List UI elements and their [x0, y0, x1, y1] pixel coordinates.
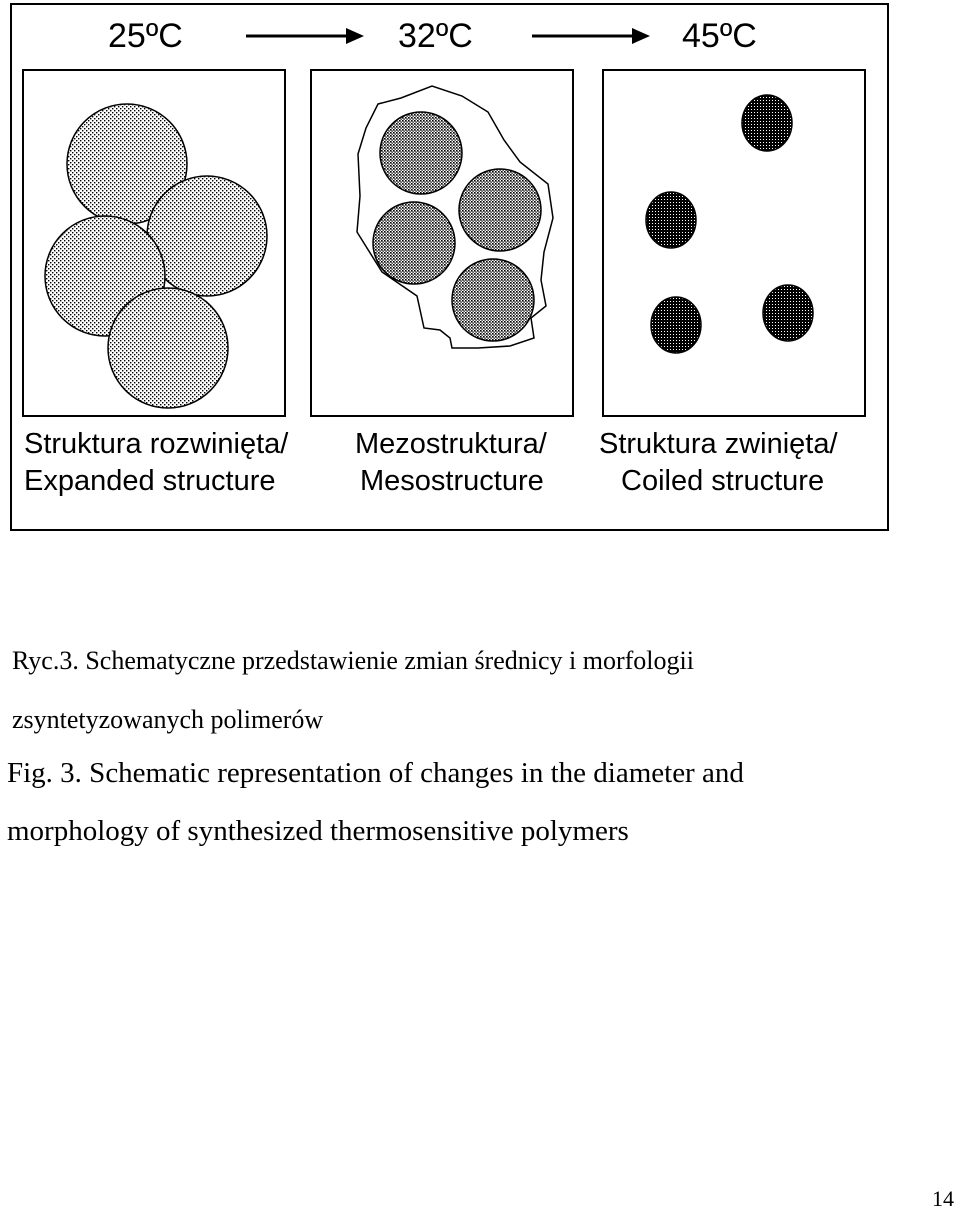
meso-coil	[372, 201, 456, 285]
meso-coil	[458, 168, 542, 252]
temperature-label-32: 32ºC	[398, 17, 473, 55]
arrow-right-icon	[246, 28, 364, 44]
coiled-globule	[650, 296, 702, 354]
panel-label-meso-pl: Mezostruktura/	[355, 428, 548, 460]
coiled-globule	[741, 94, 793, 152]
panel-label-expanded-pl: Struktura rozwinięta/	[24, 428, 289, 460]
expanded-coil	[107, 287, 229, 409]
caption-polish-line-1: Ryc.3. Schematyczne przedstawienie zmian…	[12, 646, 694, 675]
caption-polish-line-2: zsyntetyzowanych polimerów	[12, 705, 324, 734]
mesostructure-coils	[372, 111, 542, 342]
page-number: 14	[932, 1186, 954, 1211]
temperature-label-45: 45ºC	[682, 17, 757, 55]
polymer-morphology-diagram: 25ºC 32ºC 45ºC Struktura rozwinięta/ Exp…	[10, 3, 889, 531]
panel-label-coiled-en: Coiled structure	[621, 465, 824, 497]
expanded-coils	[44, 103, 268, 409]
meso-coil	[451, 258, 535, 342]
coiled-globule	[645, 191, 697, 249]
coiled-globules	[645, 94, 814, 354]
meso-coil	[379, 111, 463, 195]
panel-coiled	[602, 69, 866, 417]
panel-label-coiled-pl: Struktura zwinięta/	[599, 428, 838, 460]
temperature-label-25: 25ºC	[108, 17, 183, 55]
panel-label-expanded-en: Expanded structure	[24, 465, 275, 497]
coiled-globule	[762, 284, 814, 342]
arrow-right-icon	[532, 28, 650, 44]
caption-english-line-1: Fig. 3. Schematic representation of chan…	[7, 757, 744, 789]
caption-english-line-2: morphology of synthesized thermosensitiv…	[7, 815, 629, 847]
panel-label-meso-en: Mesostructure	[360, 465, 544, 497]
